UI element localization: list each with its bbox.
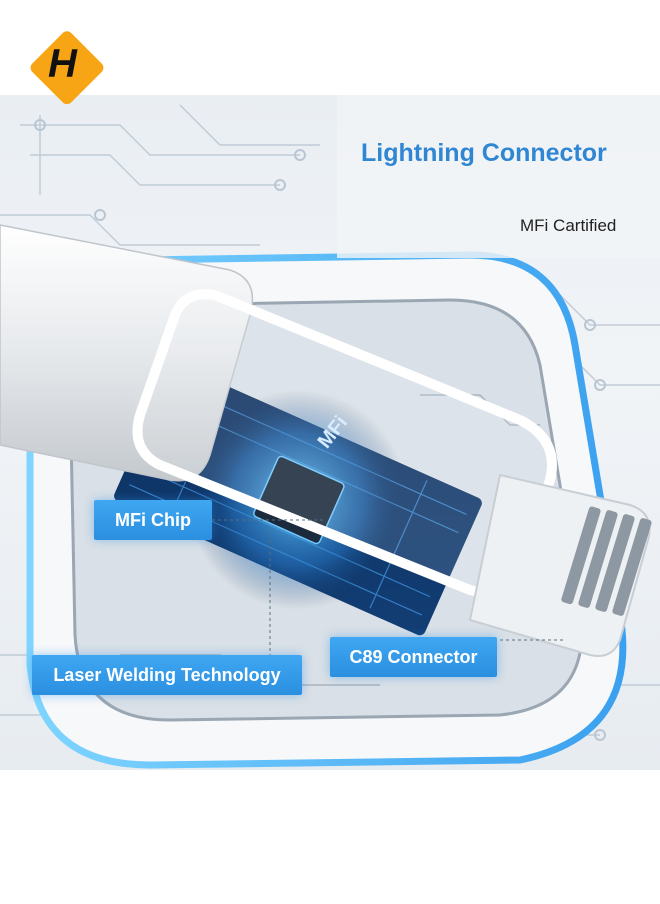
mfi-chip-callout: MFi Chip: [94, 500, 212, 540]
laser-welding-callout: Laser Welding Technology: [32, 655, 302, 695]
headline: Lightning Connector: [361, 139, 607, 167]
subheadline: MFi Cartified: [520, 216, 617, 235]
logo-letter: H: [48, 42, 77, 86]
c89-connector-callout: C89 Connector: [330, 637, 497, 677]
brand-logo: [30, 31, 104, 105]
title-panel: [337, 95, 660, 258]
